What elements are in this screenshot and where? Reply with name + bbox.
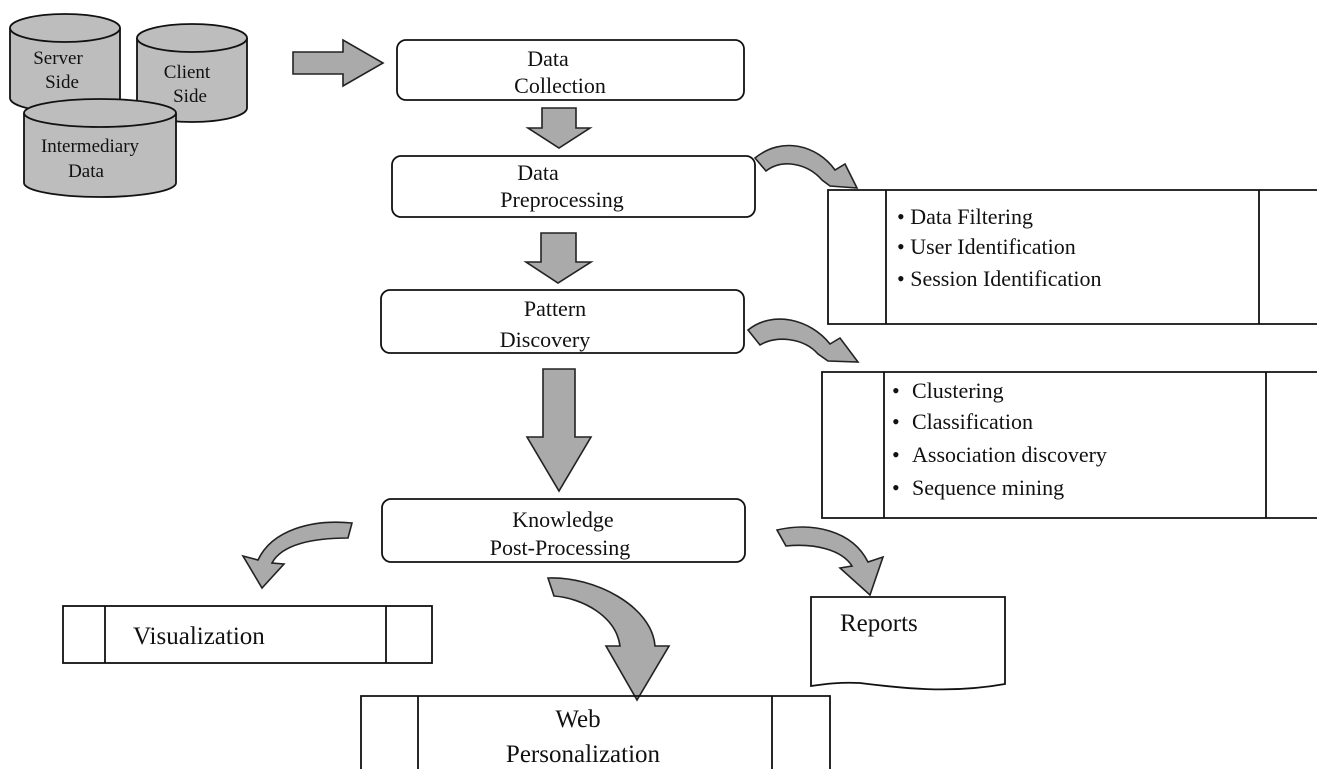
pattern-bullet: • [892,442,900,467]
curved-arrow-icon [546,577,671,702]
knowledge-post-processing-box: Knowledge Post-Processing [381,498,746,563]
data-preprocessing-label-line1: Data [517,160,559,185]
data-preprocessing-box: Data Preprocessing [391,155,756,218]
pattern-discovery-label-line1: Pattern [524,296,586,321]
visualization-box: Visualization [62,605,433,664]
preprocessing-tasks-box: • Data Filtering • User Identification •… [827,189,1317,325]
web-personalization-box: Web Personalization [360,695,831,769]
pattern-discovery-label-line2: Discovery [500,327,590,352]
pattern-bullet: • [892,475,900,500]
knowledge-label-line1: Knowledge [512,507,613,532]
pattern-bullet: • [892,378,900,403]
reports-document: Reports [810,596,1006,691]
preprocessing-task-item: • User Identification [897,234,1076,259]
intermediary-data-cylinder: Intermediary Data [23,98,177,198]
pattern-task-item: Clustering [912,378,1004,403]
client-side-label-line2: Side [173,86,207,107]
down-arrow-icon [525,107,593,149]
pattern-tasks-box: • Clustering • Classification • Associat… [821,371,1317,519]
web-personalization-label-line1: Web [555,706,600,733]
pattern-discovery-box: Pattern Discovery [380,289,745,354]
visualization-label: Visualization [133,623,265,650]
client-side-label-line1: Client [164,62,211,83]
preprocessing-task-item: • Session Identification [897,266,1101,291]
pattern-bullet: • [892,409,900,434]
pattern-task-item: Sequence mining [912,475,1064,500]
intermediary-data-label-line1: Intermediary [41,136,140,157]
curved-arrow-icon [746,318,860,363]
pattern-task-item: Association discovery [912,442,1107,467]
knowledge-label-line2: Post-Processing [490,535,631,560]
curved-arrow-icon [753,144,859,189]
server-side-label-line2: Side [45,72,79,93]
reports-label: Reports [840,610,918,637]
data-collection-label-line1: Data [527,46,569,71]
curved-arrow-icon [241,521,354,590]
curved-arrow-icon [775,526,885,597]
data-collection-box: Data Collection [396,39,745,101]
web-personalization-label-line2: Personalization [506,741,661,768]
preprocessing-task-item: • Data Filtering [897,204,1033,229]
intermediary-data-label-line2: Data [68,161,104,182]
server-side-label-line1: Server [33,48,83,69]
down-arrow-icon [523,232,594,284]
pattern-task-item: Classification [912,409,1033,434]
data-collection-label-line2: Collection [514,73,606,98]
down-arrow-icon [525,368,593,493]
client-side-cylinder: Client Side [136,23,248,123]
server-side-cylinder: Server Side [9,13,121,113]
right-arrow-icon [292,38,385,88]
data-preprocessing-label-line2: Preprocessing [500,187,623,212]
